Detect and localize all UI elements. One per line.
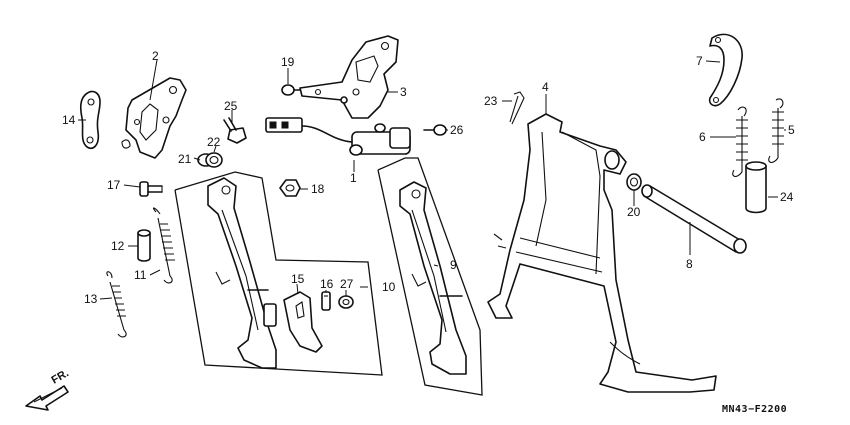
callout-22: 22	[207, 135, 221, 149]
front-direction-label: FR.	[50, 367, 71, 386]
callout-10: 10	[382, 280, 396, 294]
callout-7: 7	[696, 54, 703, 68]
callout-2: 2	[152, 49, 159, 63]
front-direction-arrow-icon	[25, 385, 69, 411]
callout-13: 13	[84, 292, 98, 306]
washer-20-part	[626, 173, 642, 191]
callout-6: 6	[699, 130, 706, 144]
callout-14: 14	[62, 113, 76, 127]
main-stand-part	[487, 113, 717, 393]
spring-13-part	[106, 271, 127, 338]
callout-24: 24	[780, 190, 794, 204]
callout-23: 23	[484, 94, 498, 108]
collar-part	[137, 229, 151, 262]
callout-12: 12	[111, 239, 125, 253]
callout-5: 5	[788, 123, 795, 137]
spring-11-part	[152, 207, 175, 284]
callout-3: 3	[400, 85, 407, 99]
leader-lines	[78, 59, 786, 300]
side-stand-assy-part	[399, 181, 467, 375]
callout-1: 1	[350, 171, 357, 185]
spring-cover-part	[745, 161, 767, 214]
bolt-19-part	[281, 84, 301, 96]
nut-18-part	[279, 179, 301, 197]
callout-labels: 1 2 3 4 5 6 7 8 9 10 11 12 13 14 15 16 1…	[62, 49, 795, 306]
guide-plate-part	[708, 33, 743, 107]
bolt-25-part	[223, 117, 247, 144]
callout-9: 9	[450, 258, 457, 272]
callout-11: 11	[134, 268, 147, 282]
stand-switch-part	[265, 117, 411, 156]
stand-pad-part	[283, 291, 323, 353]
bolt-16-part	[321, 291, 331, 311]
spring-6-part	[732, 106, 748, 178]
callout-26: 26	[450, 123, 464, 137]
callout-15: 15	[291, 272, 305, 286]
side-stand-assy-frame	[377, 157, 483, 396]
cotter-pin-part	[509, 91, 525, 125]
callout-21: 21	[178, 152, 192, 166]
pivot-shaft-part	[641, 184, 747, 254]
drawing-code: MN43−F2200	[722, 404, 787, 415]
link-plate-part	[79, 90, 101, 150]
right-bracket-part	[299, 35, 399, 119]
bolt-27-part	[338, 295, 354, 309]
callout-8: 8	[686, 257, 693, 271]
bolt-17-part	[139, 181, 163, 197]
side-stand-part	[207, 177, 277, 369]
callout-4: 4	[542, 80, 549, 94]
callout-18: 18	[311, 182, 325, 196]
callout-20: 20	[627, 205, 641, 219]
spring-5-part	[768, 98, 784, 164]
callout-16: 16	[320, 277, 334, 291]
side-stand-group-frame	[174, 171, 383, 376]
nut-washer-part	[197, 152, 223, 168]
callout-19: 19	[281, 55, 295, 69]
screw-26-part	[423, 124, 447, 136]
callout-25: 25	[224, 99, 238, 113]
callout-27: 27	[340, 277, 354, 291]
left-bracket-part	[121, 77, 187, 159]
callout-17: 17	[107, 178, 121, 192]
